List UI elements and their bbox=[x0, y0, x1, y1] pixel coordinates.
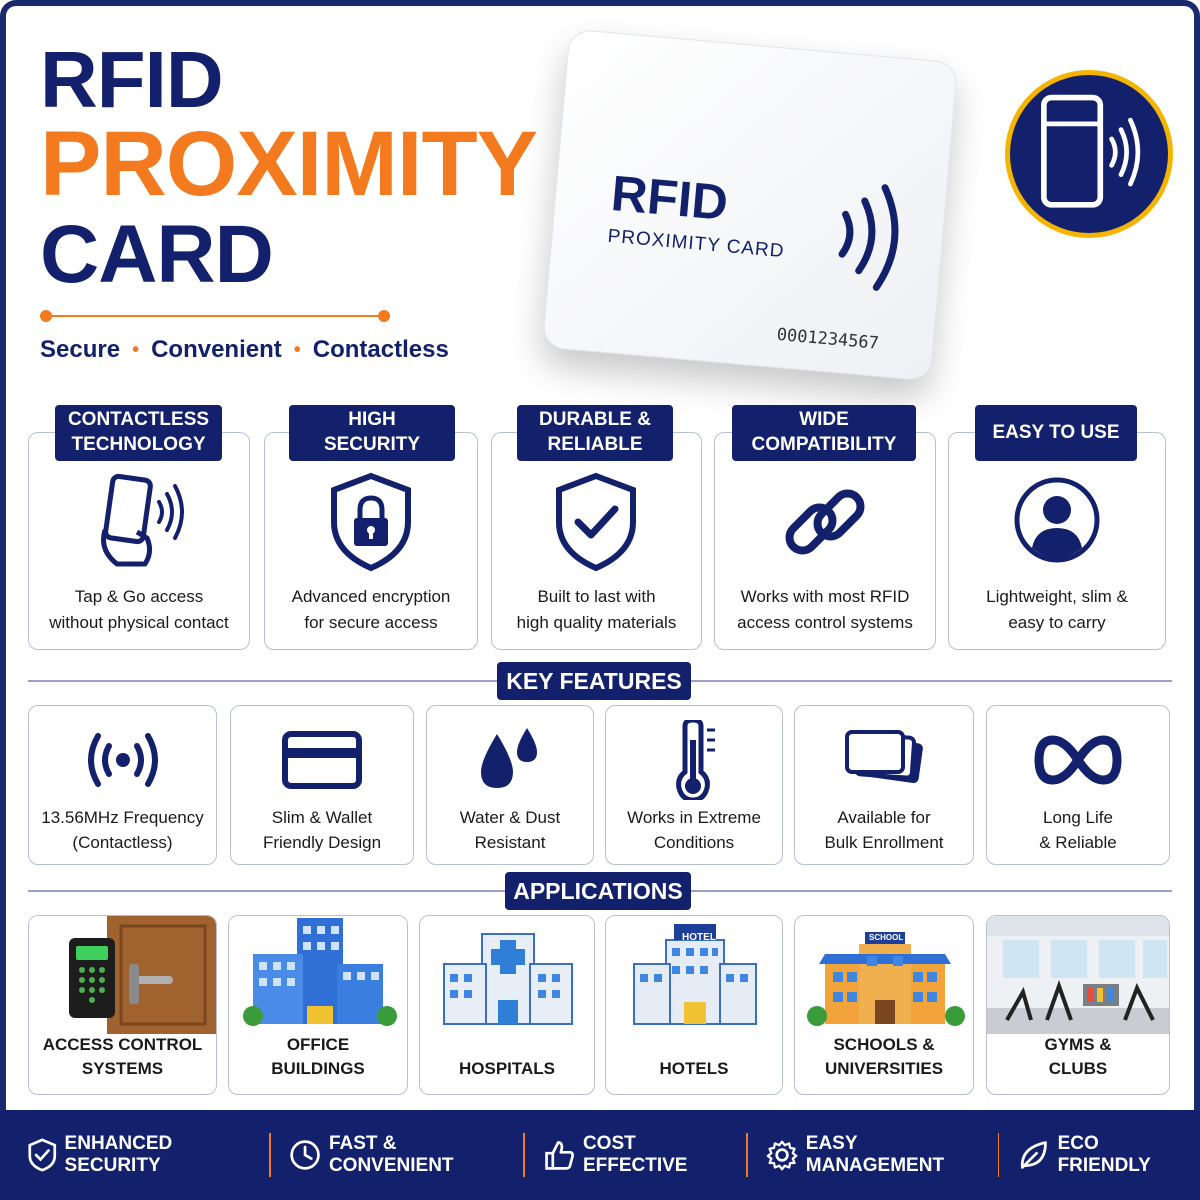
application-gyms: GYMS &CLUBS bbox=[986, 915, 1170, 1095]
user-icon bbox=[1014, 477, 1100, 563]
signal-icon bbox=[87, 733, 158, 787]
door-keypad-icon bbox=[29, 916, 216, 1034]
school-sign: SCHOOL bbox=[869, 933, 904, 942]
section-title-applications: APPLICATIONS bbox=[505, 872, 691, 910]
card-subtitle: PROXIMITY CARD bbox=[606, 225, 786, 263]
benefit-description: Lightweight, slim &easy to carry bbox=[986, 587, 1128, 633]
footer-bar: ENHANCED SECURITY FAST & CONVENIENT COST… bbox=[0, 1110, 1200, 1200]
section-title-key-features: KEY FEATURES bbox=[497, 662, 691, 700]
footer-item-fast: FAST & CONVENIENT bbox=[271, 1127, 523, 1183]
benefit-card-compatibility bbox=[714, 432, 936, 650]
school-building-icon bbox=[795, 916, 973, 1034]
benefit-title: CONTACTLESS TECHNOLOGY bbox=[55, 405, 222, 461]
card-reader-badge bbox=[1005, 70, 1173, 238]
tagline-convenient: Convenient bbox=[151, 336, 282, 363]
application-hotels: HOTEL HOTELS bbox=[605, 915, 783, 1095]
office-building-icon bbox=[229, 916, 407, 1034]
infinity-icon bbox=[1034, 735, 1122, 785]
title-rfid: RFID bbox=[40, 35, 224, 124]
card-reader-icon bbox=[1041, 94, 1141, 208]
feature-description: 13.56MHz Frequency(Contactless) bbox=[41, 808, 204, 852]
application-label: HOSPITALS bbox=[458, 1059, 556, 1079]
footer-item-cost: COST EFFECTIVE bbox=[525, 1127, 746, 1183]
tagline-separator: • bbox=[132, 338, 140, 361]
hotel-building-icon bbox=[606, 916, 782, 1034]
feature-description: Long Life& Reliable bbox=[1039, 808, 1117, 852]
application-schools: SCHOOL SCHOOLS &UNIVERSITIES bbox=[794, 915, 974, 1095]
footer-label: EASY MANAGEMENT bbox=[805, 1133, 945, 1176]
feature-card: Long Life& Reliable bbox=[986, 705, 1170, 865]
thermometer-icon bbox=[676, 720, 715, 800]
tap-phone-icon bbox=[101, 473, 184, 567]
card-icon bbox=[282, 731, 362, 789]
clock-icon bbox=[290, 1140, 320, 1170]
hospital-building-icon bbox=[420, 916, 594, 1034]
benefit-title: EASY TO USE bbox=[975, 405, 1137, 461]
tagline: Secure • Convenient • Contactless bbox=[40, 336, 449, 364]
footer-item-management: EASY MANAGEMENT bbox=[748, 1127, 998, 1183]
shield-check-icon bbox=[28, 1138, 57, 1172]
title-card: CARD bbox=[40, 209, 274, 300]
application-label: GYMS &CLUBS bbox=[1044, 1034, 1112, 1079]
footer-item-eco: ECO FRIENDLY bbox=[999, 1127, 1200, 1183]
water-drop-icon bbox=[481, 728, 537, 788]
rfid-card-image: RFID PROXIMITY CARD 0001234567 bbox=[541, 28, 959, 382]
hotel-sign: HOTEL bbox=[682, 932, 716, 943]
footer-label: ECO FRIENDLY bbox=[1057, 1133, 1151, 1176]
footer-divider bbox=[745, 1133, 748, 1177]
footer-item-security: ENHANCED SECURITY bbox=[0, 1127, 269, 1183]
gear-icon bbox=[766, 1140, 798, 1171]
thumbs-up-icon bbox=[545, 1141, 574, 1170]
tagline-separator: • bbox=[293, 338, 301, 361]
card-title: RFID bbox=[609, 164, 731, 231]
application-hospitals: HOSPITALS bbox=[419, 915, 595, 1095]
footer-label: ENHANCED SECURITY bbox=[64, 1133, 173, 1176]
title-accent-line bbox=[40, 310, 390, 322]
contactless-wave-icon bbox=[838, 184, 899, 291]
leaf-icon bbox=[1021, 1141, 1048, 1169]
benefit-title: WIDE COMPATIBILITY bbox=[732, 405, 916, 461]
footer-divider bbox=[523, 1133, 525, 1177]
link-icon bbox=[785, 489, 865, 555]
footer-divider bbox=[269, 1133, 271, 1177]
gym-interior-icon bbox=[987, 916, 1169, 1034]
benefit-title: DURABLE & RELIABLE bbox=[517, 405, 673, 461]
title-proximity: PROXIMITY bbox=[40, 113, 538, 215]
lock-shield-icon bbox=[331, 472, 411, 572]
footer-divider bbox=[997, 1133, 1000, 1177]
benefit-title: HIGH SECURITY bbox=[289, 405, 455, 461]
card-stack-icon bbox=[845, 730, 923, 784]
application-label: HOTELS bbox=[659, 1059, 729, 1079]
application-label: SCHOOLS &UNIVERSITIES bbox=[824, 1034, 944, 1079]
tagline-secure: Secure bbox=[40, 336, 121, 363]
footer-label: COST EFFECTIVE bbox=[582, 1133, 688, 1176]
footer-label: FAST & CONVENIENT bbox=[328, 1133, 454, 1176]
feature-card: 13.56MHz Frequency(Contactless) bbox=[28, 705, 217, 865]
check-shield-icon bbox=[556, 472, 636, 572]
tagline-contactless: Contactless bbox=[312, 336, 449, 363]
card-serial: 0001234567 bbox=[775, 324, 880, 354]
